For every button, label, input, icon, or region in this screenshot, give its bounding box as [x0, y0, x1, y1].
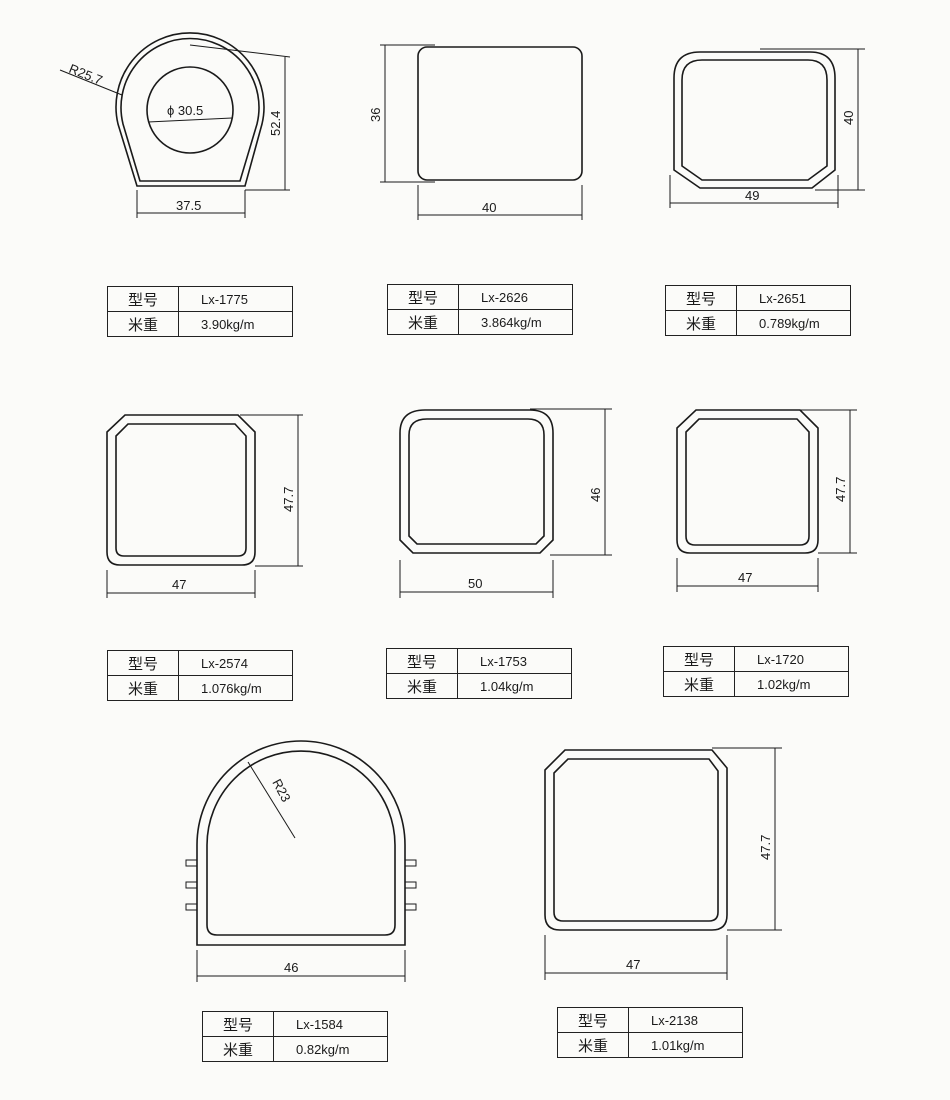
weight-label: 米重: [386, 673, 458, 699]
model-label: 型号: [386, 648, 458, 674]
dim-width: 50: [468, 576, 482, 591]
model-value: Lx-1584: [273, 1011, 388, 1037]
model-value: Lx-2138: [628, 1007, 743, 1033]
profile-drawing-lx-1775: 52.4 37.5 R25.7 ϕ 30.5: [59, 32, 291, 218]
dim-diameter: ϕ 30.5: [167, 103, 203, 118]
dim-height: 47.7: [281, 487, 296, 512]
model-value: Lx-2626: [458, 284, 573, 310]
weight-label: 米重: [202, 1036, 274, 1062]
model-value: Lx-1753: [457, 648, 572, 674]
weight-value: 0.82kg/m: [273, 1036, 388, 1062]
dim-height: 36: [368, 108, 383, 122]
model-label: 型号: [107, 286, 179, 312]
profile-drawing-lx-2651: 40 49: [669, 48, 865, 208]
weight-label: 米重: [663, 671, 735, 697]
dim-width: 40: [482, 200, 496, 215]
dim-width: 47: [172, 577, 186, 592]
model-label: 型号: [387, 284, 459, 310]
dim-height: 47.7: [833, 477, 848, 502]
weight-label: 米重: [557, 1032, 629, 1058]
profile-drawing-lx-1753: 46 50: [399, 408, 612, 598]
weight-value: 3.90kg/m: [178, 311, 293, 337]
model-value: Lx-1775: [178, 286, 293, 312]
model-label: 型号: [663, 646, 735, 672]
model-label: 型号: [665, 285, 737, 311]
dim-width: 46: [284, 960, 298, 975]
dim-width: 47: [738, 570, 752, 585]
profile-drawing-lx-1584: R23 46: [185, 740, 417, 982]
model-value: Lx-1720: [734, 646, 849, 672]
weight-value: 1.02kg/m: [734, 671, 849, 697]
model-value: Lx-2651: [736, 285, 851, 311]
model-label: 型号: [107, 650, 179, 676]
weight-value: 1.076kg/m: [178, 675, 293, 701]
profile-drawing-lx-2138: 47.7 47: [544, 747, 782, 980]
profile-drawing-lx-2626: 36 40: [368, 44, 583, 220]
dim-height: 46: [588, 488, 603, 502]
weight-value: 1.01kg/m: [628, 1032, 743, 1058]
weight-value: 0.789kg/m: [736, 310, 851, 336]
dim-radius: R25.7: [67, 61, 105, 88]
weight-label: 米重: [107, 675, 179, 701]
model-label: 型号: [202, 1011, 274, 1037]
weight-label: 米重: [387, 309, 459, 335]
dim-width: 49: [745, 188, 759, 203]
dim-height: 40: [841, 111, 856, 125]
weight-value: 3.864kg/m: [458, 309, 573, 335]
weight-value: 1.04kg/m: [457, 673, 572, 699]
dim-width: 37.5: [176, 198, 201, 213]
weight-label: 米重: [665, 310, 737, 336]
model-label: 型号: [557, 1007, 629, 1033]
dim-height: 47.7: [758, 835, 773, 860]
profile-drawing-lx-1720: 47.7 47: [676, 409, 857, 592]
model-value: Lx-2574: [178, 650, 293, 676]
weight-label: 米重: [107, 311, 179, 337]
profile-drawing-lx-2574: 47.7 47: [106, 414, 303, 598]
dim-width: 47: [626, 957, 640, 972]
dim-radius: R23: [269, 776, 293, 804]
dim-height: 52.4: [268, 111, 283, 136]
